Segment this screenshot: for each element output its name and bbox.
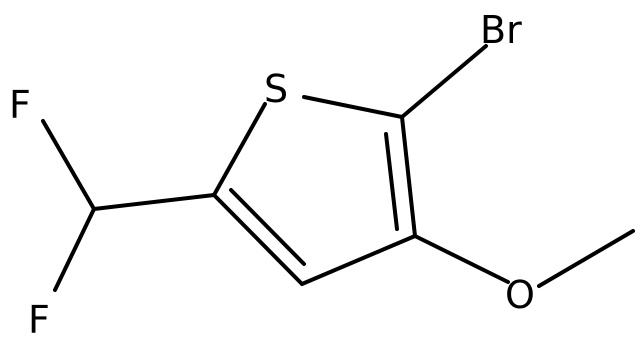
bond-c4-c5 <box>212 193 304 286</box>
oxygen-atom-label: O <box>505 273 535 317</box>
sulfur-atom-label: S <box>264 67 288 111</box>
bond-c2-br <box>400 44 488 119</box>
bond-c5-chf2 <box>92 193 216 211</box>
bromine-atom-label: Br <box>480 8 522 52</box>
fluorine-bottom-atom-label: F <box>28 298 50 342</box>
bond-o-ch3 <box>537 229 635 288</box>
bond-c3-o <box>413 234 510 284</box>
bond-s-c2 <box>302 95 404 119</box>
bond-c4-c5-inner <box>229 188 306 266</box>
bond-chf2-f-top <box>41 119 96 211</box>
bond-c3-c4 <box>300 234 417 286</box>
fluorine-top-atom-label: F <box>9 83 31 127</box>
bond-c5-s <box>212 102 267 197</box>
bond-c2-c3-inner <box>384 132 399 231</box>
bond-chf2-f-bottom <box>53 207 96 292</box>
bond-c2-c3 <box>400 115 417 238</box>
